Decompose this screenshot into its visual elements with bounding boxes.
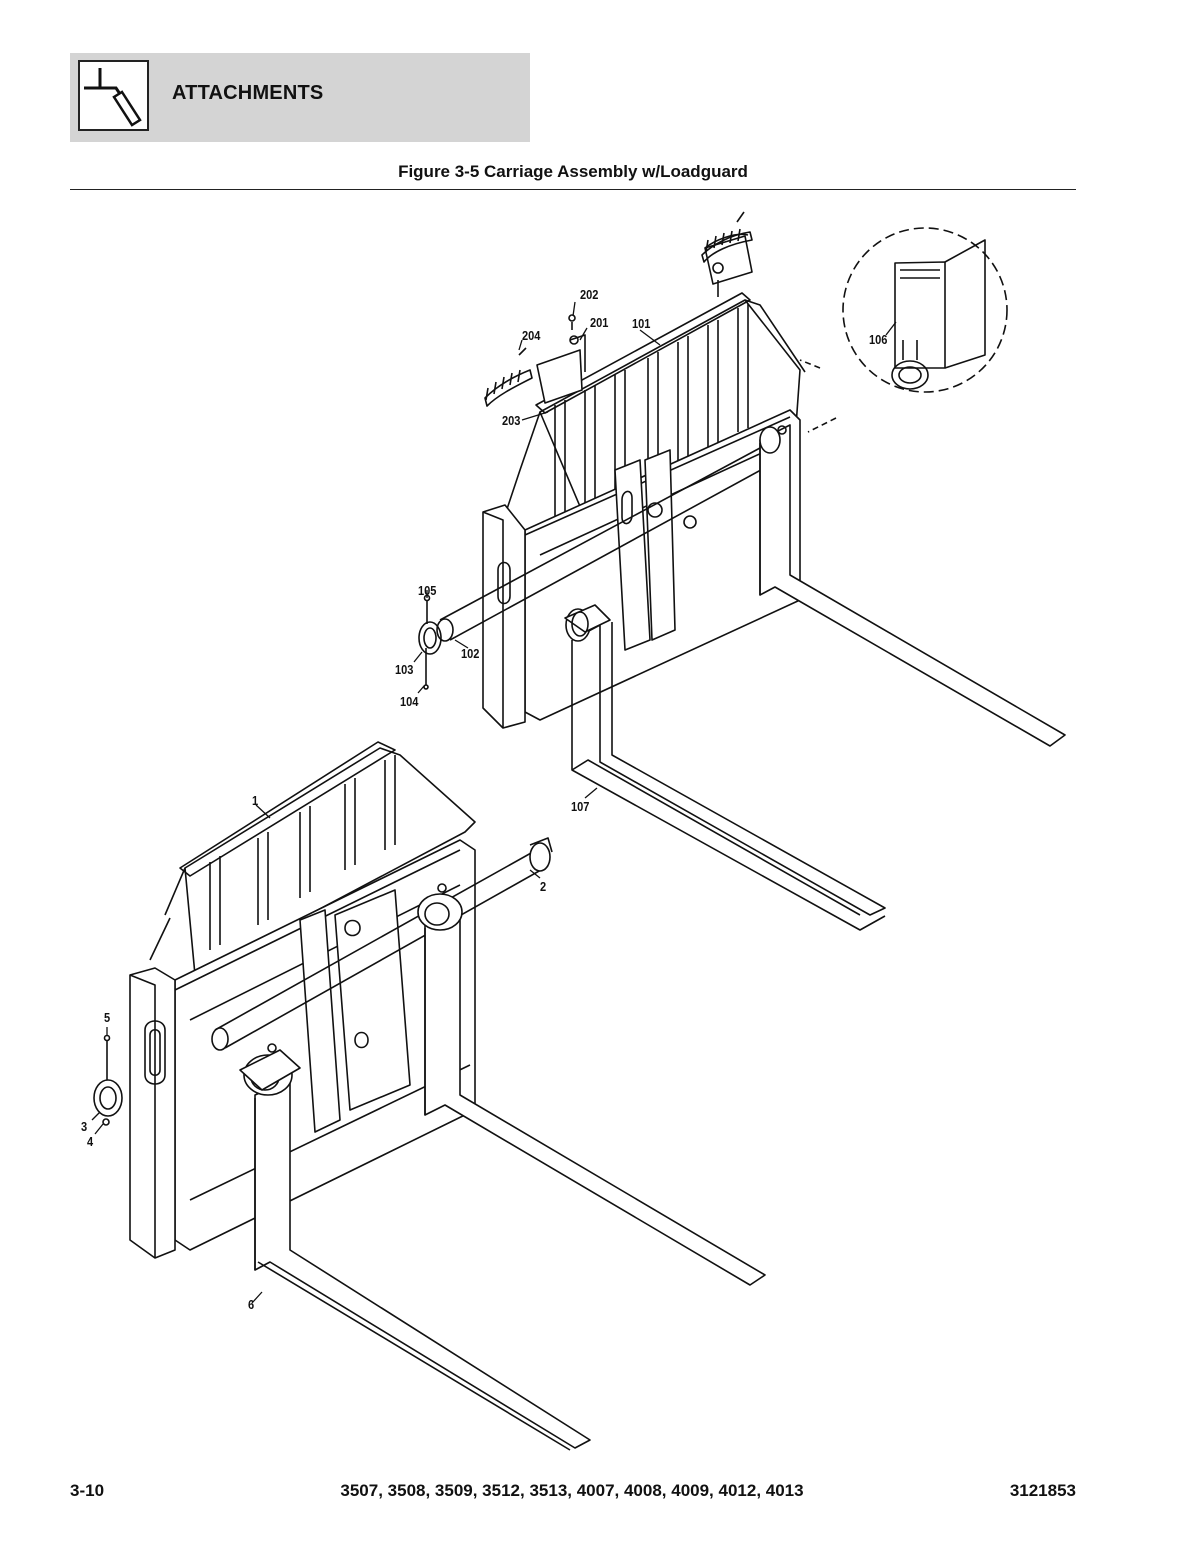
callout-5: 5: [104, 1010, 111, 1025]
page-number: 3-10: [70, 1481, 105, 1500]
attachment-section-icon: [78, 60, 149, 131]
detail-bubble-106: [799, 227, 1008, 433]
callout-103: 103: [395, 662, 414, 677]
lower-carriage: [93, 741, 766, 1451]
model-list: 3507, 3508, 3509, 3512, 3513, 4007, 4008…: [340, 1481, 804, 1500]
upper-carriage: [418, 211, 1066, 931]
callout-203: 203: [502, 413, 521, 428]
callout-107: 107: [571, 799, 590, 814]
callout-3: 3: [81, 1119, 88, 1134]
figure-title: Figure 3-5 Carriage Assembly w/Loadguard: [398, 162, 748, 181]
callout-4: 4: [87, 1134, 94, 1149]
document-number: 3121853: [1009, 1481, 1076, 1500]
callout-101: 101: [632, 316, 651, 331]
callout-202: 202: [580, 287, 599, 302]
callout-6: 6: [248, 1297, 255, 1312]
callout-204: 204: [522, 328, 541, 343]
callout-102: 102: [461, 646, 480, 661]
title-divider: [70, 189, 1076, 190]
callout-201: 201: [590, 315, 609, 330]
callout-105: 105: [418, 583, 437, 598]
callout-1: 1: [252, 793, 259, 808]
callout-104: 104: [400, 694, 419, 709]
callout-2: 2: [540, 879, 547, 894]
callout-106: 106: [869, 332, 888, 347]
section-title: ATTACHMENTS: [172, 82, 324, 104]
